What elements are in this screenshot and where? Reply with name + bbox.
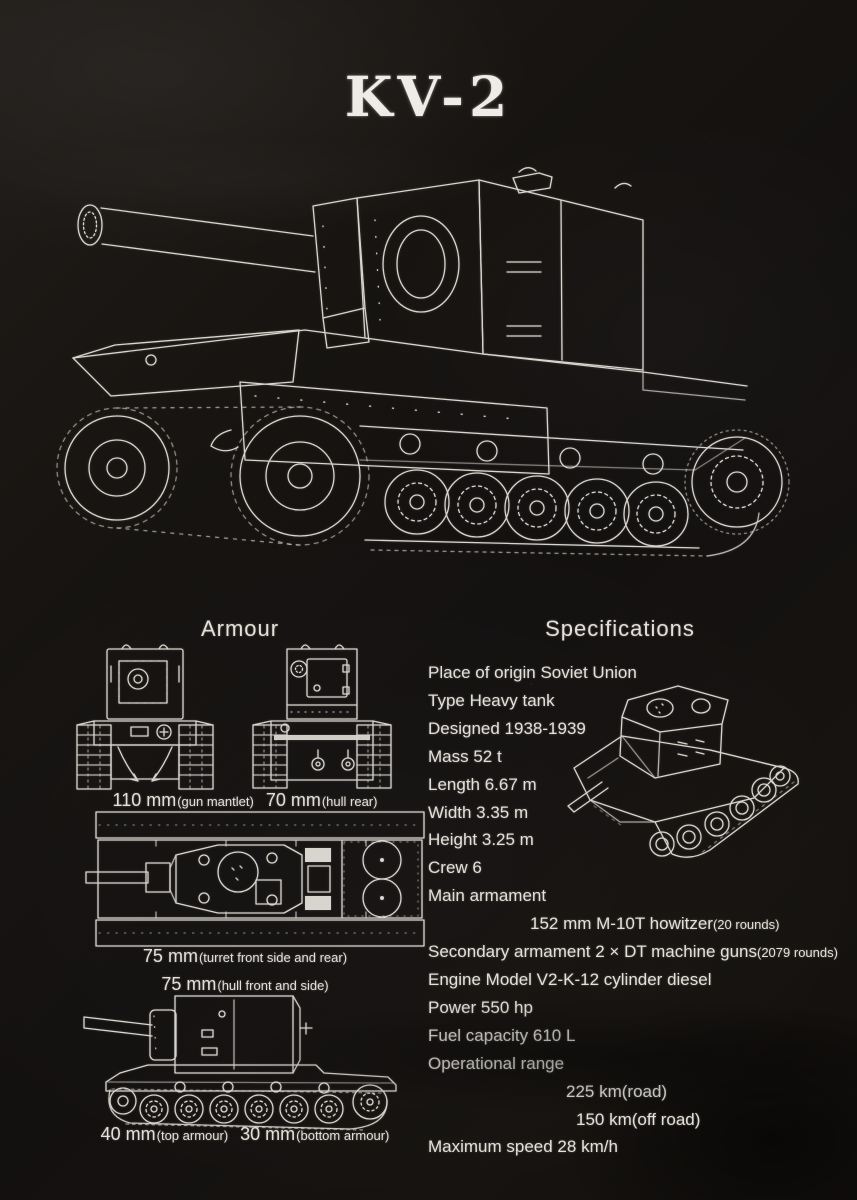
- spec-line: Operational range: [428, 1051, 848, 1079]
- armour-front-view-drawing: [76, 644, 214, 790]
- spec-text: Crew 6: [428, 858, 482, 878]
- armour-heading: Armour: [200, 616, 280, 641]
- armour-rear-view-drawing: [252, 644, 392, 789]
- spec-line: Height 3.25 m: [428, 827, 848, 855]
- page-title: KV-2: [344, 64, 513, 129]
- armour-note: (bottom armour): [296, 1128, 390, 1143]
- spec-text: Operational range: [428, 1053, 565, 1073]
- armour-value: 75 mm: [161, 974, 217, 994]
- spec-line: 150 km(off road): [428, 1107, 848, 1135]
- spec-text: Fuel capacity 610 L: [428, 1025, 576, 1045]
- armour-note: (hull rear): [321, 794, 378, 809]
- gun-assembly: [77, 197, 370, 349]
- armour-spec-row: 75 mm(hull front and side): [40, 974, 450, 995]
- spec-note: (20 rounds): [712, 917, 780, 933]
- armour-value: 110 mm: [112, 790, 177, 810]
- armour-note: (top armour): [156, 1128, 229, 1143]
- spec-line: Maximum speed 28 km/h: [428, 1134, 848, 1162]
- spec-text: Power 550 hp: [428, 997, 533, 1017]
- specs-heading: Specifications: [545, 616, 695, 641]
- spec-line: Designed 1938-1939: [428, 716, 848, 744]
- spec-line: 225 km(road): [428, 1079, 848, 1107]
- spec-note: (2079 rounds): [757, 945, 838, 961]
- spec-text: 152 mm M-10T howitzer: [530, 914, 713, 934]
- armour-value: 30 mm: [240, 1124, 296, 1144]
- spec-line: Crew 6: [428, 855, 848, 883]
- spec-line: Fuel capacity 610 L: [428, 1023, 848, 1051]
- spec-text: Secondary armament 2 × DT machine guns: [428, 942, 757, 962]
- armour-side-view-drawing: [83, 995, 397, 1131]
- spec-line: Secondary armament 2 × DT machine guns(2…: [428, 939, 848, 967]
- spec-text: Mass 52 t: [428, 746, 502, 766]
- spec-text: Main armament: [428, 886, 547, 906]
- spec-text: 225 km(road): [566, 1081, 668, 1101]
- spec-line: 152 mm M-10T howitzer(20 rounds): [428, 911, 848, 939]
- armour-spec-row: 40 mm(top armour) 30 mm(bottom armour): [40, 1124, 450, 1145]
- spec-line: Width 3.35 m: [428, 800, 848, 828]
- left-track: [56, 406, 370, 546]
- armour-value: 40 mm: [100, 1124, 156, 1144]
- spec-text: Designed 1938-1939: [428, 718, 586, 738]
- turret: [356, 167, 644, 371]
- spec-line: Mass 52 t: [428, 744, 848, 772]
- spec-line: Place of origin Soviet Union: [428, 660, 848, 688]
- armour-note: (turret front side and rear): [198, 950, 348, 965]
- perspective-tank-drawing: [567, 685, 799, 858]
- armour-note: (gun mantlet): [177, 794, 254, 809]
- spec-line: Length 6.67 m: [428, 772, 848, 800]
- spec-text: Type Heavy tank: [428, 690, 555, 710]
- spec-line: Main armament: [428, 883, 848, 911]
- armour-note: (hull front and side): [217, 978, 329, 993]
- spec-text: 150 km(off road): [576, 1109, 701, 1129]
- armour-value: 70 mm: [265, 790, 321, 810]
- spec-list: Place of origin Soviet Union Type Heavy …: [428, 660, 848, 1162]
- spec-text: Engine Model V2-K-12 cylinder diesel: [428, 969, 712, 989]
- armour-top-view-drawing: [85, 811, 425, 947]
- armour-spec-row: 75 mm(turret front side and rear): [40, 946, 450, 967]
- spec-text: Length 6.67 m: [428, 774, 537, 794]
- spec-text: Width 3.35 m: [428, 802, 529, 822]
- main-tank-drawing: [56, 167, 790, 557]
- armour-value: 75 mm: [142, 946, 198, 966]
- spec-line: Type Heavy tank: [428, 688, 848, 716]
- armour-spec-row: 110 mm(gun mantlet) 70 mm(hull rear): [40, 790, 450, 811]
- spec-line: Engine Model V2-K-12 cylinder diesel: [428, 967, 848, 995]
- spec-text: Place of origin Soviet Union: [428, 663, 637, 682]
- spec-text: Maximum speed 28 km/h: [428, 1137, 618, 1157]
- hull: [72, 329, 748, 475]
- spec-text: Height 3.25 m: [428, 830, 534, 850]
- right-track: [359, 425, 790, 557]
- spec-line: Power 550 hp: [428, 995, 848, 1023]
